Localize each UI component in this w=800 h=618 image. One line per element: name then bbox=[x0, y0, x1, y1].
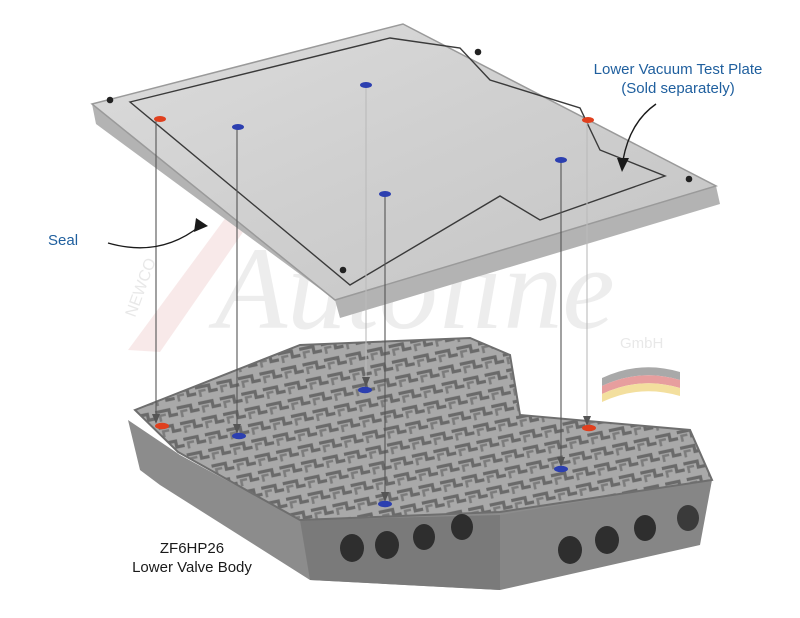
valve-body-model: ZF6HP26 bbox=[159, 540, 225, 557]
alignment-lines bbox=[155, 86, 588, 500]
valve-bores bbox=[340, 505, 699, 564]
flag-mark bbox=[602, 367, 680, 402]
plate-bolt-holes bbox=[106, 48, 693, 274]
valve-body-ports bbox=[155, 386, 596, 508]
callout-arrows bbox=[107, 103, 657, 249]
valve-body-name: Lower Valve Body bbox=[132, 559, 252, 576]
test-plate-note: (Sold separately) bbox=[621, 80, 735, 97]
plate-callout-arrow bbox=[622, 103, 657, 161]
alignment-arrowheads bbox=[152, 377, 591, 502]
callout-arrowheads bbox=[194, 158, 629, 232]
seal-label: Seal bbox=[48, 231, 92, 250]
seal-outline bbox=[128, 37, 667, 286]
test-plate-label: Lower Vacuum Test Plate (Sold separately… bbox=[578, 60, 778, 98]
vacuum-test-plate bbox=[90, 23, 720, 318]
watermark-prefix: NEWCO bbox=[123, 256, 160, 319]
seal-label-text: Seal bbox=[48, 232, 79, 249]
lower-valve-body bbox=[128, 336, 714, 590]
test-plate-title: Lower Vacuum Test Plate bbox=[593, 61, 763, 78]
seal-callout-arrow bbox=[107, 225, 201, 249]
plate-ports bbox=[154, 82, 594, 197]
valve-body-label: ZF6HP26 Lower Valve Body bbox=[104, 539, 280, 577]
watermark-suffix: GmbH bbox=[620, 335, 663, 352]
